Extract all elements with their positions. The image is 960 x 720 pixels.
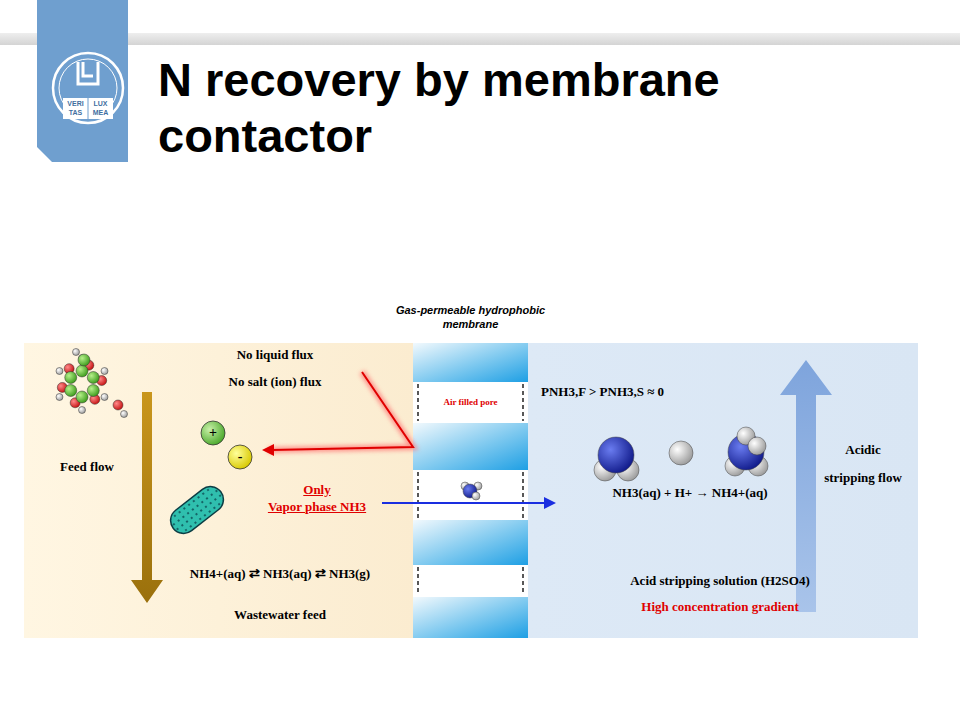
arrow-line (382, 502, 546, 504)
feed-flow-arrow (131, 392, 163, 603)
atom-sphere (87, 372, 99, 384)
anion-sphere (228, 445, 252, 469)
vapor-arrow (382, 497, 556, 509)
cation-sphere (201, 421, 225, 445)
atom-sphere (73, 349, 80, 356)
atom-sphere (669, 441, 693, 465)
flow-label: Feed flow (60, 453, 114, 481)
membrane-block (413, 423, 528, 470)
atom-sphere (748, 437, 766, 455)
pressure-note: PNH3,F > PNH3,S ≈ 0 (541, 384, 691, 400)
logo-seal (53, 53, 123, 123)
membrane-heading: Gas-permeable hydrophobic membrane (378, 303, 563, 331)
atom-sphere (79, 407, 86, 414)
membrane-block (413, 597, 528, 638)
atom-sphere (78, 354, 90, 366)
ion-sign: - (230, 448, 250, 466)
pore-edge (417, 384, 419, 421)
bacterium (165, 481, 228, 538)
pore-edge (522, 567, 524, 595)
header-band (0, 33, 960, 45)
logo-text: TAS (63, 109, 88, 117)
membrane (413, 343, 528, 638)
pore-edge (417, 472, 419, 518)
membrane-region: Gas-permeable hydrophobic membrane (413, 343, 528, 638)
stripping-panel (528, 343, 918, 638)
seal-emblem (78, 62, 98, 84)
logo-text: LUX (88, 100, 113, 108)
pore-label: Air filled pore (419, 396, 522, 408)
note: No salt (ion) flux (195, 374, 355, 390)
atom-sphere (101, 368, 108, 375)
atom-sphere (76, 365, 88, 377)
logo-tab (37, 0, 128, 162)
logo-text: VERI (63, 100, 88, 108)
feed-panel (24, 343, 413, 638)
atom-sphere (76, 391, 88, 403)
membrane-pore-ground (413, 343, 528, 638)
pore-edge (522, 472, 524, 518)
organic-molecule (56, 349, 128, 418)
atom-sphere (56, 368, 63, 375)
ion-sign: + (203, 424, 223, 442)
atom-sphere (56, 394, 63, 401)
region-label: High concentration gradient (580, 599, 860, 615)
atom-sphere (472, 492, 480, 500)
slide-title: N recovery by membrane contactor (158, 52, 918, 164)
reaction-equation: NH3(aq) + H+ → NH4+(aq) (580, 485, 800, 501)
atom-sphere (101, 394, 108, 401)
bacterium-body (165, 481, 228, 538)
pore-edges (418, 384, 523, 595)
membrane-block (413, 520, 528, 565)
vapor-note: Vapor phase NH3 (252, 499, 382, 515)
atom-sphere (65, 372, 77, 384)
seal-ring (53, 53, 123, 123)
region-label: Acid stripping solution (H2SO4) (580, 573, 860, 589)
atom-sphere (598, 437, 634, 473)
logo-text: MEA (88, 109, 113, 117)
feed-region: Wastewater feed (24, 343, 413, 638)
pore-edge (522, 384, 524, 421)
seal-book-spine (88, 98, 89, 119)
seal-book (63, 98, 113, 119)
atom-sphere (121, 411, 128, 418)
pore-edge (417, 567, 419, 595)
region-label: Wastewater feed (150, 607, 410, 623)
arrow-glow (382, 500, 548, 506)
membrane-block (413, 343, 528, 382)
atom-sphere (87, 385, 99, 397)
vapor-note: Only (272, 482, 362, 498)
arrow-head (544, 497, 556, 509)
atom-sphere (65, 385, 77, 397)
atom-sphere (113, 400, 123, 410)
flow-label: Acidic stripping flow (823, 436, 903, 492)
equilibrium-equation: NH4+(aq) ⇄ NH3(aq) ⇄ NH3(g) (160, 566, 400, 582)
note: No liquid flux (195, 347, 355, 363)
arrow-head (262, 444, 274, 456)
